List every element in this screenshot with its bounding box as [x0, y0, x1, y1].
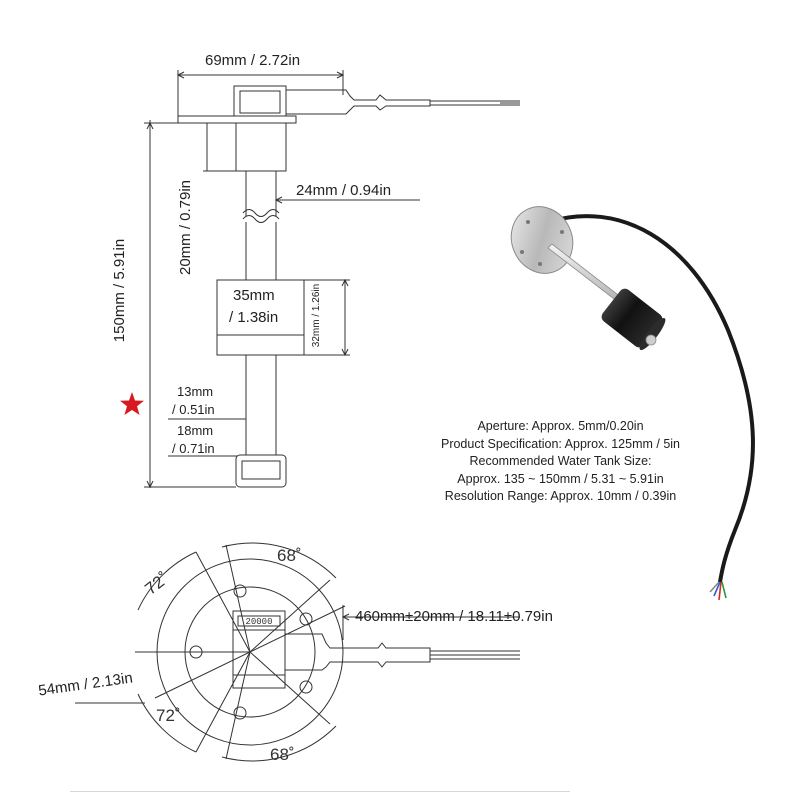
wire-ends: [709, 581, 727, 601]
block-marking: 20000: [245, 617, 272, 627]
float-width-label-mm: 35mm: [233, 287, 275, 304]
neck-width-label: 24mm / 0.94in: [296, 182, 392, 199]
stop-b-label-in: / 0.71in: [172, 441, 215, 456]
height-label: 150mm / 5.91in: [111, 238, 129, 343]
float-height-label: 32mm / 1.26in: [311, 283, 323, 348]
bottom-rule: [70, 791, 570, 792]
float-width-label-in: / 1.38in: [229, 309, 279, 326]
angle-lower-left-label: 72˚: [156, 706, 181, 725]
angle-top-label: 68˚: [277, 546, 302, 565]
stop-b-label-mm: 18mm: [177, 423, 214, 438]
spec-tank-heading: Recommended Water Tank Size:: [469, 454, 652, 468]
spec-product: Product Specification: Approx. 125mm / 5…: [440, 436, 680, 451]
neck-height-label: 20mm / 0.79in: [177, 179, 195, 276]
spec-resolution: Resolution Range: Approx. 10mm / 0.39in: [444, 489, 677, 503]
angle-bottom-label: 68˚: [270, 745, 295, 764]
red-star-icon: [120, 392, 144, 415]
sensor-cable: [546, 214, 755, 584]
stop-a-label-mm: 13mm: [177, 384, 214, 399]
specifications-block: Aperture: Approx. 5mm/0.20in Product Spe…: [418, 418, 703, 506]
width-label: 69mm / 2.72in: [205, 52, 301, 69]
spec-tank-value: Approx. 135 ~ 150mm / 5.31 ~ 5.91in: [457, 471, 664, 486]
stop-a-label-in: / 0.51in: [172, 402, 215, 417]
spec-aperture: Aperture: Approx. 5mm/0.20in: [477, 419, 644, 433]
cable-length-label: 460mm±20mm / 18.11±0.79in: [355, 608, 553, 625]
